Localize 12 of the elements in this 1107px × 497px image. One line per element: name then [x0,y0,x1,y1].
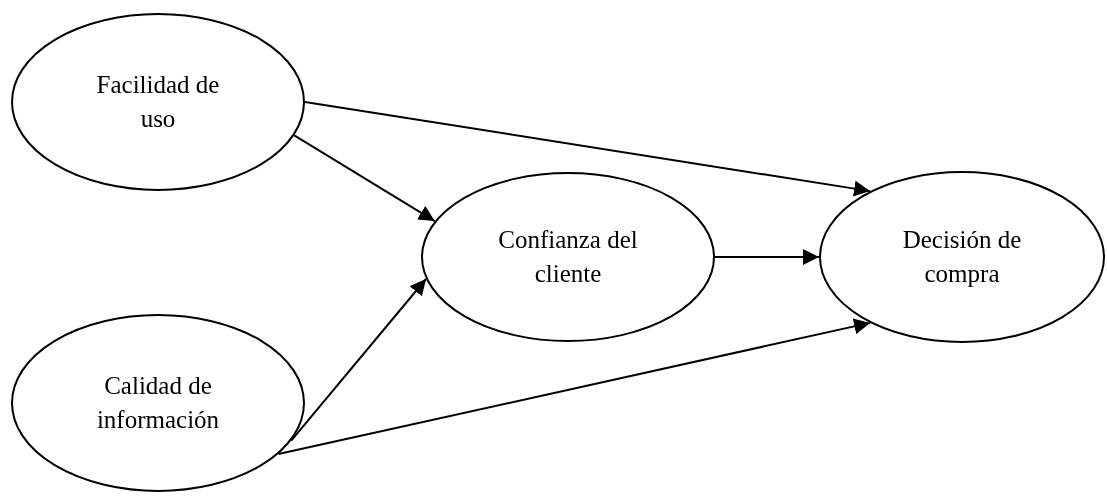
node-label: Decisión de compra [901,225,1023,289]
arrow [293,134,436,223]
construct-ellipse [819,171,1105,343]
construct-ellipse [11,13,305,191]
construct-ellipse [421,172,715,342]
arrow [714,249,820,265]
node-label: Facilidad de uso [95,70,221,134]
arrow [277,318,872,456]
node-label: Confianza del cliente [497,225,639,289]
arrow [304,101,872,197]
node-label: Calidad de información [95,371,221,435]
construct-ellipse [11,314,305,492]
